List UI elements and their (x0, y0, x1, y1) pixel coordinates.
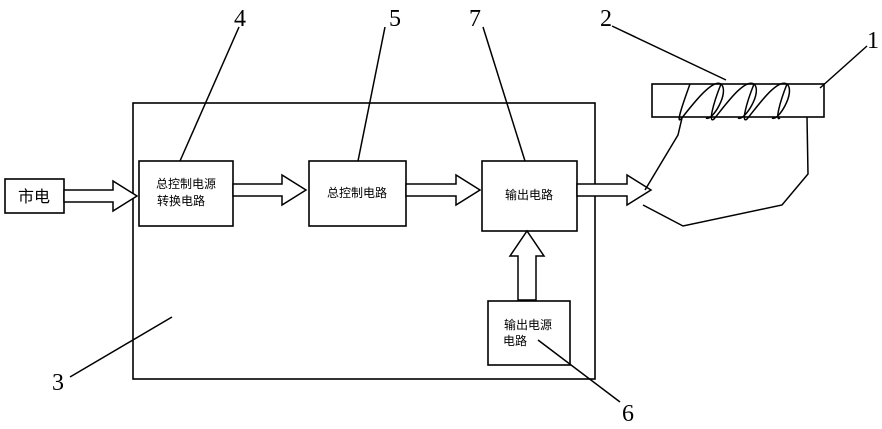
leader-4 (179, 26, 240, 162)
leader-6 (537, 339, 621, 403)
main-control-label: 总控制电路 (327, 185, 387, 200)
power-conversion-label-2: 转换电路 (157, 193, 205, 208)
arrow-power-to-output (508, 229, 546, 301)
arrow-mains-to-conversion (63, 179, 139, 213)
leader-5 (357, 26, 386, 162)
ref-number-4: 4 (234, 6, 246, 32)
ref-number-1: 1 (867, 28, 879, 54)
output-power-label-2: 电路 (503, 333, 527, 348)
mains-box (4, 178, 65, 214)
rod (651, 83, 825, 118)
main-control-box (308, 160, 407, 227)
arrow-output-to-coil (576, 173, 653, 207)
coil-windings (678, 82, 791, 121)
arrow-conversion-to-control (232, 173, 308, 207)
power-conversion-label-1: 总控制电源 (156, 177, 216, 191)
leader-7 (482, 26, 526, 162)
output-circuit-label: 输出电路 (505, 187, 553, 202)
ref-number-6: 6 (622, 401, 634, 427)
ref-number-5: 5 (389, 6, 401, 32)
mains-label: 市电 (18, 187, 50, 206)
ref-number-3: 3 (52, 370, 64, 396)
ref-number-2: 2 (600, 6, 612, 32)
leader-1 (819, 45, 868, 89)
power-conversion-box (138, 160, 234, 227)
coil-lead-bottom (642, 116, 809, 227)
ref-number-7: 7 (469, 6, 481, 32)
arrow-control-to-output (405, 173, 482, 207)
leader-3 (69, 316, 173, 378)
leader-2 (611, 25, 727, 81)
output-power-label-1: 输出电源 (504, 317, 552, 332)
